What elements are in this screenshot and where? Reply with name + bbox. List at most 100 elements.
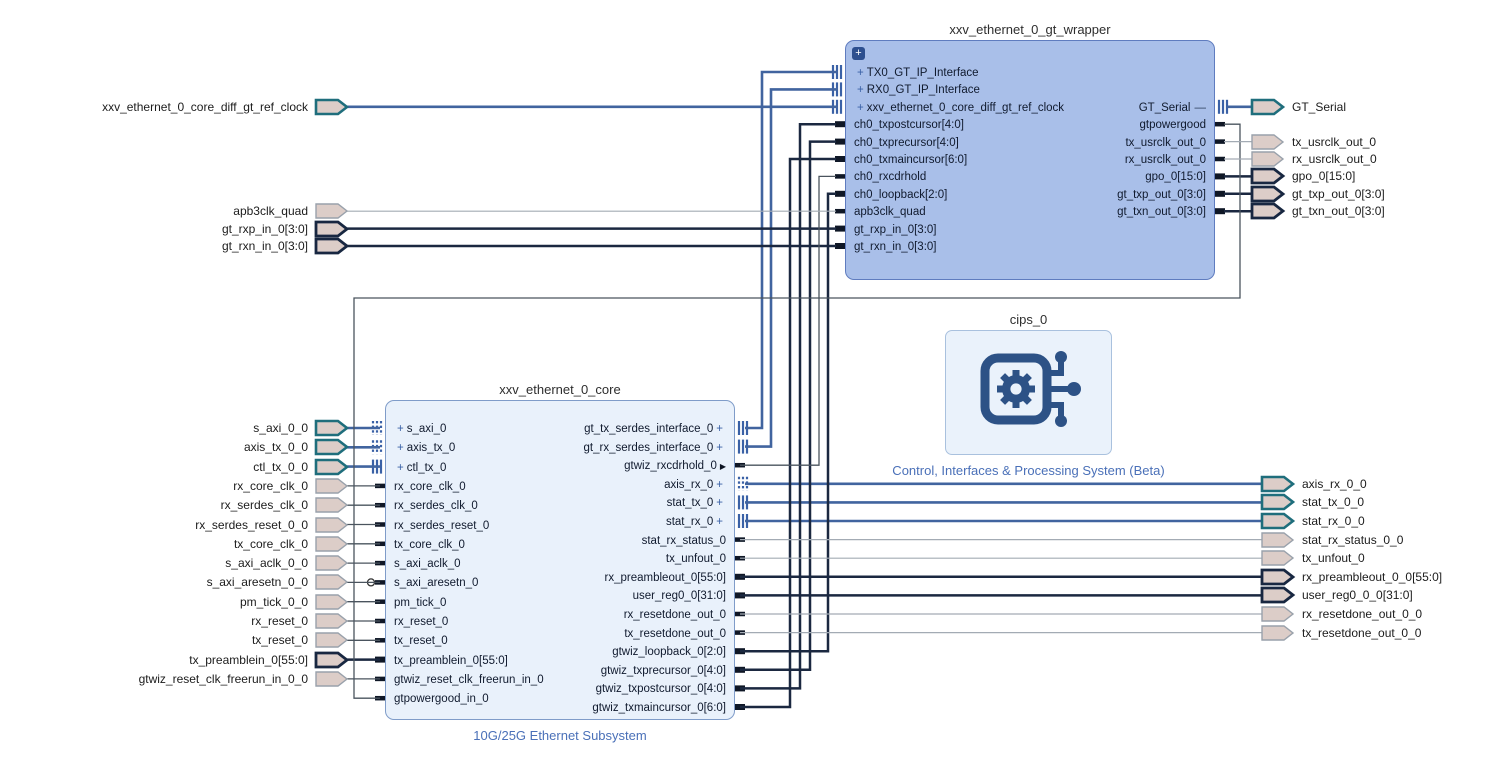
pin-tx_usrclk_out_0[interactable]: tx_usrclk_out_0 — [1125, 136, 1206, 149]
pin-user_reg0_0[31:0][interactable]: user_reg0_0[31:0] — [632, 590, 726, 603]
interface-plus-icon[interactable]: + — [716, 441, 723, 454]
pin-gt_txn_out_0[3:0][interactable]: gt_txn_out_0[3:0] — [1117, 206, 1206, 219]
external-port-stat_rx_status_0_0[interactable] — [1260, 530, 1296, 550]
pin-gtwiz_txpostcursor_0[4:0][interactable]: gtwiz_txpostcursor_0[4:0] — [595, 683, 726, 696]
pin-tx_unfout_0[interactable]: tx_unfout_0 — [665, 553, 726, 566]
pin-ch0_txmaincursor[6:0][interactable]: ch0_txmaincursor[6:0] — [854, 154, 968, 166]
pin-TX0_GT_IP_Interface[interactable]: +TX0_GT_IP_Interface — [857, 67, 979, 79]
pin-s_axi_0[interactable]: +s_axi_0 — [397, 423, 447, 435]
external-port-gtwiz_reset_clk_freerun_in_0_0[interactable] — [314, 669, 350, 689]
pin-gpo_0[15:0][interactable]: gpo_0[15:0] — [1145, 171, 1206, 184]
pin-tx_preamblein_0[55:0][interactable]: tx_preamblein_0[55:0] — [394, 654, 508, 667]
block-cips_0[interactable]: cips_0 Control, Interfaces & Processing … — [892, 312, 1164, 478]
external-port-tx_reset_0[interactable] — [314, 630, 350, 650]
external-port-tx_preamblein_0[55:0][interactable] — [314, 650, 350, 670]
interface-plus-icon[interactable]: + — [857, 84, 864, 97]
pin-rx_serdes_clk_0[interactable]: rx_serdes_clk_0 — [394, 500, 478, 513]
interface-plus-icon[interactable]: + — [397, 423, 404, 435]
external-port-rx_core_clk_0[interactable] — [314, 476, 350, 496]
pin-rx_reset_0[interactable]: rx_reset_0 — [394, 616, 449, 628]
pin-stat_rx_status_0[interactable]: stat_rx_status_0 — [641, 534, 726, 547]
pin-gtpowergood_in_0[interactable]: gtpowergood_in_0 — [394, 693, 489, 706]
external-port-axis_rx_0_0[interactable] — [1260, 474, 1296, 494]
pin-gtwiz_reset_clk_freerun_in_0[interactable]: gtwiz_reset_clk_freerun_in_0 — [394, 673, 544, 686]
pin-rx_resetdone_out_0[interactable]: rx_resetdone_out_0 — [623, 609, 726, 621]
pin-gtwiz_rxcdrhold_0[interactable]: gtwiz_rxcdrhold_0▶ — [624, 460, 726, 473]
wire-gtwiz_loopback_0[interactable] — [740, 192, 836, 653]
pin-ch0_txpostcursor[4:0][interactable]: ch0_txpostcursor[4:0] — [854, 119, 964, 132]
external-port-gt_rxp_in_0[3:0][interactable] — [314, 219, 350, 239]
pin-tx_core_clk_0[interactable]: tx_core_clk_0 — [394, 538, 465, 551]
block-xxv_ethernet_0_core[interactable]: xxv_ethernet_0_core 10G/25G Ethernet Sub… — [385, 382, 735, 743]
pin-gt_txp_out_0[3:0][interactable]: gt_txp_out_0[3:0] — [1117, 188, 1206, 201]
interface-plus-icon[interactable]: + — [397, 442, 404, 455]
external-port-apb3clk_quad[interactable] — [314, 201, 350, 221]
wire-TX0_GT_IP_Interface[interactable] — [745, 70, 838, 430]
external-port-pm_tick_0_0[interactable] — [314, 592, 350, 612]
wire-gtwiz_txmaincursor_0[interactable] — [740, 157, 836, 709]
external-port-tx_resetdone_out_0_0[interactable] — [1260, 623, 1296, 643]
external-port-xxv_ethernet_0_core_diff_gt_ref_clock[interactable] — [314, 97, 350, 117]
pin-gtpowergood[interactable]: gtpowergood — [1139, 119, 1207, 132]
expand-block-icon[interactable]: + — [852, 47, 865, 60]
external-port-s_axi_aresetn_0_0[interactable] — [314, 572, 350, 592]
wire-gtpowergood[interactable] — [353, 123, 1241, 699]
pin-gtwiz_txprecursor_0[4:0][interactable]: gtwiz_txprecursor_0[4:0] — [600, 664, 726, 677]
external-port-stat_tx_0_0[interactable] — [1260, 492, 1296, 512]
pin-rx_core_clk_0[interactable]: rx_core_clk_0 — [394, 480, 466, 493]
external-port-rx_resetdone_out_0_0[interactable] — [1260, 604, 1296, 624]
external-port-gt_rxn_in_0[3:0][interactable] — [314, 236, 350, 256]
pin-axis_rx_0[interactable]: axis_rx_0+ — [664, 478, 723, 491]
pin-tx_reset_0[interactable]: tx_reset_0 — [394, 635, 448, 648]
external-port-user_reg0_0_0[31:0][interactable] — [1260, 585, 1296, 605]
external-port-tx_unfout_0[interactable] — [1260, 548, 1296, 568]
pin-gt_rxn_in_0[3:0][interactable]: gt_rxn_in_0[3:0] — [854, 241, 937, 253]
block-xxv_ethernet_0_gt_wrapper[interactable]: xxv_ethernet_0_gt_wrapper + +TX0_GT_IP_I… — [845, 22, 1215, 280]
pin-ctl_tx_0[interactable]: +ctl_tx_0 — [397, 461, 447, 474]
interface-plus-icon[interactable]: + — [397, 461, 404, 474]
external-port-gt_txn_out_0[3:0][interactable] — [1250, 201, 1286, 221]
pin-stat_rx_0[interactable]: stat_rx_0+ — [665, 516, 723, 528]
wire-RX0_GT_IP_Interface[interactable] — [745, 88, 838, 448]
interface-plus-icon[interactable]: + — [857, 67, 864, 79]
interface-plus-icon[interactable]: + — [716, 497, 723, 510]
external-port-rx_preambleout_0_0[55:0][interactable] — [1260, 567, 1296, 587]
interface-plus-icon[interactable]: + — [716, 423, 723, 435]
pin-rx_serdes_reset_0[interactable]: rx_serdes_reset_0 — [394, 519, 490, 532]
pin-gtwiz_loopback_0[2:0][interactable]: gtwiz_loopback_0[2:0] — [612, 646, 726, 659]
pin-xxv_ethernet_0_core_diff_gt_ref_clock[interactable]: +xxv_ethernet_0_core_diff_gt_ref_clock — [857, 101, 1065, 114]
pin-RX0_GT_IP_Interface[interactable]: +RX0_GT_IP_Interface — [857, 84, 980, 97]
external-port-tx_usrclk_out_0[interactable] — [1250, 132, 1286, 152]
external-port-gt_txp_out_0[3:0][interactable] — [1250, 184, 1286, 204]
pin-rx_usrclk_out_0[interactable]: rx_usrclk_out_0 — [1124, 154, 1206, 166]
pin-axis_tx_0[interactable]: +axis_tx_0 — [397, 442, 456, 455]
external-port-s_axi_aclk_0_0[interactable] — [314, 553, 350, 573]
external-port-tx_core_clk_0[interactable] — [314, 534, 350, 554]
external-port-rx_usrclk_out_0[interactable] — [1250, 149, 1286, 169]
pin-tx_resetdone_out_0[interactable]: tx_resetdone_out_0 — [624, 627, 726, 640]
external-port-ctl_tx_0_0[interactable] — [314, 457, 350, 477]
wire-gtwiz_txprecursor_0[interactable] — [740, 140, 836, 672]
pin-gt_rx_serdes_interface_0[interactable]: gt_rx_serdes_interface_0+ — [583, 441, 724, 454]
pin-gt_rxp_in_0[3:0][interactable]: gt_rxp_in_0[3:0] — [854, 223, 937, 236]
interface-plus-icon[interactable]: + — [716, 478, 723, 491]
pin-apb3clk_quad[interactable]: apb3clk_quad — [854, 206, 926, 219]
pin-ch0_loopback[2:0][interactable]: ch0_loopback[2:0] — [854, 188, 948, 201]
external-port-rx_reset_0[interactable] — [314, 611, 350, 631]
interface-plus-icon[interactable]: + — [716, 516, 723, 528]
pin-pm_tick_0[interactable]: pm_tick_0 — [394, 596, 447, 609]
wire-gtwiz_txpostcursor_0[interactable] — [740, 122, 836, 690]
pin-ch0_rxcdrhold[interactable]: ch0_rxcdrhold — [854, 171, 927, 184]
pin-GT_Serial[interactable]: GT_Serial— — [1138, 101, 1206, 114]
external-port-rx_serdes_clk_0[interactable] — [314, 495, 350, 515]
external-port-axis_tx_0_0[interactable] — [314, 437, 350, 457]
wire-gtwiz_rxcdrhold_0[interactable] — [740, 175, 836, 466]
pin-stat_tx_0[interactable]: stat_tx_0+ — [666, 497, 723, 510]
interface-plus-icon[interactable]: + — [857, 101, 864, 114]
pin-s_axi_aclk_0[interactable]: s_axi_aclk_0 — [394, 558, 461, 571]
external-port-s_axi_0_0[interactable] — [314, 418, 350, 438]
pin-gtwiz_txmaincursor_0[6:0][interactable]: gtwiz_txmaincursor_0[6:0] — [592, 702, 726, 714]
pin-gt_tx_serdes_interface_0[interactable]: gt_tx_serdes_interface_0+ — [584, 423, 723, 435]
pin-ch0_txprecursor[4:0][interactable]: ch0_txprecursor[4:0] — [854, 136, 959, 149]
